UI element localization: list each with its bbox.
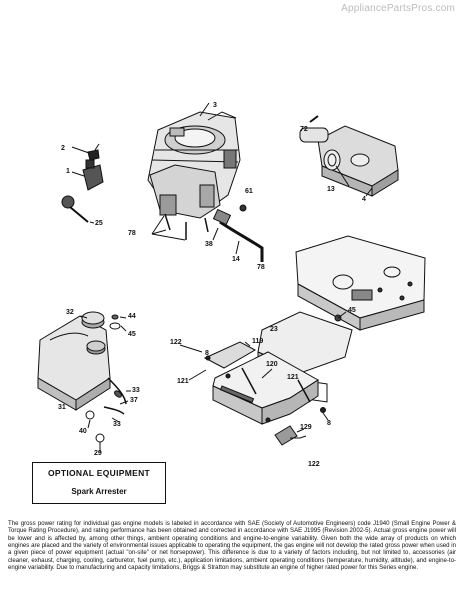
callout-25: 25	[95, 220, 103, 227]
callout-4: 4	[362, 196, 366, 203]
callout-61: 61	[245, 188, 253, 195]
callout-33-top: 33	[132, 387, 140, 394]
fuel-cap-part[interactable]	[81, 311, 121, 330]
callout-45-left: 45	[128, 331, 136, 338]
callout-78-left: 78	[128, 230, 136, 237]
dipstick-part[interactable]	[61, 195, 89, 223]
callout-119: 119	[252, 338, 264, 345]
callout-78-right: 78	[257, 264, 265, 271]
chassis-frame[interactable]	[295, 235, 426, 331]
muffler-part[interactable]	[299, 125, 399, 197]
optional-equipment-box: OPTIONAL EQUIPMENT Spark Arrester	[32, 462, 166, 504]
callout-120: 120	[266, 361, 278, 368]
callout-72: 72	[300, 126, 308, 133]
spark-arrester-part[interactable]	[95, 433, 105, 452]
callout-23: 23	[270, 326, 278, 333]
callout-44: 44	[128, 313, 136, 320]
ignition-part[interactable]	[82, 143, 104, 191]
callout-45-right: 45	[348, 307, 356, 314]
callout-121-right: 121	[287, 374, 299, 381]
callout-122-bottom: 122	[308, 461, 320, 468]
callout-1: 1	[66, 168, 70, 175]
callout-38: 38	[205, 241, 213, 248]
fuel-line-part[interactable]	[212, 204, 264, 262]
callout-8-top: 8	[205, 350, 209, 357]
callout-129: 129	[300, 424, 312, 431]
fuel-tank-part[interactable]	[37, 315, 111, 411]
watermark: AppliancePartsPros.com	[341, 3, 455, 14]
callout-40: 40	[79, 428, 87, 435]
callout-32: 32	[66, 309, 74, 316]
battery-holder-part[interactable]	[203, 341, 326, 446]
spark-arrester-label: Spark Arrester	[71, 487, 127, 496]
engine-part[interactable]	[147, 111, 241, 219]
callout-13: 13	[327, 186, 335, 193]
callout-122-top: 122	[170, 339, 182, 346]
callout-33-bottom: 33	[113, 421, 121, 428]
callout-8-bottom: 8	[327, 420, 331, 427]
callout-31: 31	[58, 404, 66, 411]
power-rating-footnote: The gross power rating for individual ga…	[8, 520, 456, 572]
bolt-78-part[interactable]	[164, 213, 209, 240]
callout-29: 29	[94, 450, 102, 457]
optional-equipment-title: OPTIONAL EQUIPMENT	[47, 468, 151, 478]
callout-121-left: 121	[177, 378, 189, 385]
callout-3: 3	[213, 102, 217, 109]
callout-37: 37	[130, 397, 138, 404]
callout-14: 14	[232, 256, 240, 263]
callout-2: 2	[61, 145, 65, 152]
